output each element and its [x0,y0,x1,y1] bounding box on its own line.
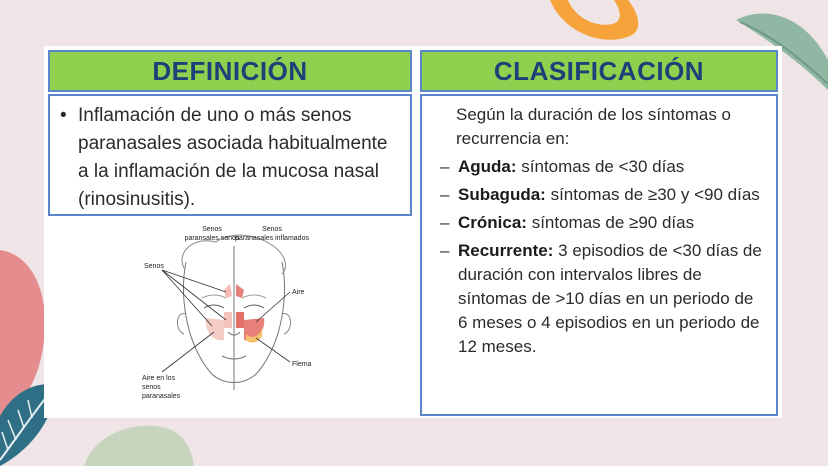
orange-swirl-decoration [550,0,639,40]
left-title-line-1: Senos [202,226,222,233]
item-text: síntomas de <30 días [516,157,685,176]
label-aire-senos-line-3: paranasales [142,393,181,400]
list-item-cronica: –Crónica: síntomas de ≥90 días [440,211,766,235]
clasificacion-header: CLASIFICACIÓN [420,50,778,92]
healthy-maxillary-sinus [205,318,224,341]
left-title-line-2: paransales sanos [185,235,240,242]
right-title-line-1: Senos [262,226,282,233]
slide: DEFINICIÓN • Inflamación de uno o más se… [44,46,782,418]
dash-marker: – [440,213,450,232]
healthy-ethmoid-sinus [224,312,232,328]
inflamed-ethmoid-sinus [236,312,244,328]
pink-blob-decoration [0,250,46,420]
item-text: síntomas de ≥90 días [526,213,695,232]
dash-marker: – [440,241,450,260]
sinus-face-illustration: Senos paransales sanos Senos paranasales… [142,226,312,400]
definicion-header: DEFINICIÓN [48,50,412,92]
clasificacion-box: Según la duración de los síntomas o recu… [420,94,778,416]
list-item-subaguda: –Subaguda: síntomas de ≥30 y <90 días [440,183,766,207]
definicion-box: • Inflamación de uno o más senos paranas… [48,94,412,216]
label-aire: Aire [292,289,305,296]
right-title-line-2: paranasales inflamados [235,235,309,242]
label-senos: Senos [144,263,164,270]
list-item-aguda: –Aguda: síntomas de <30 días [440,155,766,179]
item-label: Aguda: [458,157,517,176]
dash-marker: – [440,185,450,204]
dash-marker: – [440,157,450,176]
item-label: Subaguda: [458,185,546,204]
olive-blob-decoration [84,425,194,466]
definicion-title: DEFINICIÓN [152,55,308,86]
item-label: Crónica: [458,213,527,232]
label-aire-senos-line-1: Aire en los [142,375,176,382]
item-text: 3 episodios de <30 días de duración con … [458,241,762,356]
definicion-text: Inflamación de uno o más senos paranasal… [78,105,388,210]
list-item-recurrente: –Recurrente: 3 episodios de <30 días de … [440,239,766,359]
bullet: • [60,105,67,126]
inflamed-frontal-sinus [236,284,244,298]
label-flema: Flema [292,361,312,368]
green-leaf-decoration [736,13,828,90]
label-aire-senos-line-2: senos [142,384,161,391]
clasificacion-title: CLASIFICACIÓN [493,55,705,86]
healthy-frontal-sinus [224,284,232,298]
clasificacion-intro: Según la duración de los síntomas o recu… [456,105,732,148]
item-label: Recurrente: [458,241,554,260]
item-text: síntomas de ≥30 y <90 días [545,185,760,204]
